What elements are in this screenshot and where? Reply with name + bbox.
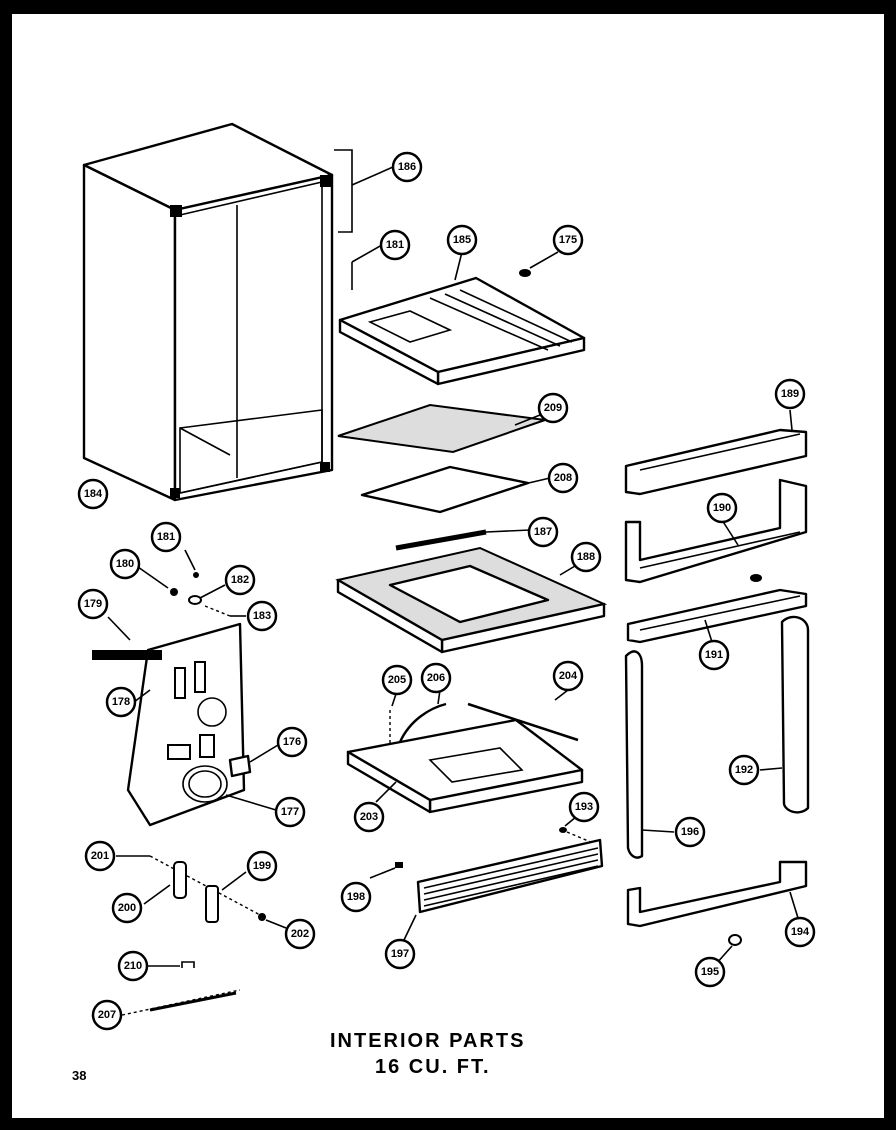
svg-text:198: 198 (347, 891, 365, 903)
svg-text:181: 181 (157, 531, 175, 543)
callout-182: 182 (224, 564, 256, 596)
svg-text:203: 203 (360, 811, 378, 823)
svg-text:177: 177 (281, 806, 299, 818)
svg-text:192: 192 (735, 764, 753, 776)
door-bin-upper (624, 478, 808, 584)
exploded-parts-diagram: 186 181 185 175 209 208 187 188 184 181 … (77, 122, 816, 1031)
callout-189: 189 (774, 378, 806, 410)
page-number: 38 (72, 1068, 87, 1083)
parts-diagram-page: 186 181 185 175 209 208 187 188 184 181 … (12, 14, 884, 1118)
upper-panel (338, 276, 586, 386)
svg-text:193: 193 (575, 801, 593, 813)
callout-191: 191 (698, 639, 730, 671)
door-shelf-top (624, 428, 808, 496)
callout-177: 177 (274, 796, 306, 828)
svg-text:182: 182 (231, 574, 249, 586)
svg-text:195: 195 (701, 966, 719, 978)
callout-175: 175 (552, 224, 584, 256)
callout-203: 203 (353, 801, 385, 833)
callout-179: 179 (77, 588, 109, 620)
callout-197: 197 (384, 938, 416, 970)
control-housing (92, 622, 246, 827)
callout-181: 181 (150, 521, 182, 553)
callout-204: 204 (552, 660, 584, 692)
svg-text:184: 184 (84, 488, 103, 500)
glass-shelf (360, 465, 530, 514)
svg-text:190: 190 (713, 502, 731, 514)
callout-188: 188 (570, 541, 602, 573)
callout-193: 193 (568, 791, 600, 823)
svg-text:180: 180 (116, 558, 134, 570)
svg-text:209: 209 (544, 402, 562, 414)
svg-text:202: 202 (291, 928, 309, 940)
svg-text:178: 178 (112, 696, 130, 708)
callout-209: 209 (537, 392, 569, 424)
svg-text:196: 196 (681, 826, 699, 838)
diagram-title: INTERIOR PARTS (330, 1030, 526, 1052)
callout-183: 183 (246, 600, 278, 632)
svg-text:188: 188 (577, 551, 595, 563)
lower-tray (346, 718, 584, 814)
callout-178: 178 (105, 686, 137, 718)
callout-202: 202 (284, 918, 316, 950)
diagram-subtitle: 16 CU. FT. (375, 1056, 491, 1078)
callout-205: 205 (381, 664, 413, 696)
callout-184: 184 (77, 478, 109, 510)
callout-210: 210 (117, 950, 149, 982)
callout-200: 200 (111, 892, 143, 924)
svg-text:205: 205 (388, 674, 406, 686)
callout-199: 199 (246, 850, 278, 882)
callout-185: 185 (446, 224, 478, 256)
door-bin-lower (626, 860, 808, 928)
callout-181: 181 (379, 229, 411, 261)
thermostat-knob (228, 754, 252, 778)
callout-196: 196 (674, 816, 706, 848)
shelf-frame (335, 546, 608, 654)
door-side-rail-left (624, 650, 644, 859)
svg-text:186: 186 (398, 161, 416, 173)
door-side-rail-right (780, 615, 810, 814)
callout-198: 198 (340, 881, 372, 913)
callout-208: 208 (547, 462, 579, 494)
svg-text:185: 185 (453, 234, 471, 246)
svg-text:208: 208 (554, 472, 572, 484)
svg-text:191: 191 (705, 649, 723, 661)
callout-190: 190 (706, 492, 738, 524)
svg-text:199: 199 (253, 860, 271, 872)
callout-187: 187 (527, 516, 559, 548)
callout-176: 176 (276, 726, 308, 758)
svg-text:176: 176 (283, 736, 301, 748)
callout-186: 186 (391, 151, 423, 183)
svg-text:189: 189 (781, 388, 799, 400)
callout-206: 206 (420, 662, 452, 694)
svg-text:175: 175 (559, 234, 577, 246)
insulation-pad (337, 403, 546, 454)
svg-text:207: 207 (98, 1009, 116, 1021)
cabinet-liner (82, 122, 334, 502)
callout-192: 192 (728, 754, 760, 786)
svg-text:206: 206 (427, 672, 445, 684)
svg-text:179: 179 (84, 598, 102, 610)
door-shelf-middle (626, 588, 808, 644)
callout-180: 180 (109, 548, 141, 580)
callout-195: 195 (694, 956, 726, 988)
svg-text:210: 210 (124, 960, 142, 972)
svg-text:204: 204 (559, 670, 578, 682)
callout-207: 207 (91, 999, 123, 1031)
callout-194: 194 (784, 916, 816, 948)
callout-201: 201 (84, 840, 116, 872)
svg-text:181: 181 (386, 239, 404, 251)
svg-text:201: 201 (91, 850, 109, 862)
trim-bracket (334, 149, 353, 233)
svg-text:187: 187 (534, 526, 552, 538)
svg-text:183: 183 (253, 610, 271, 622)
svg-text:194: 194 (791, 926, 810, 938)
svg-text:197: 197 (391, 948, 409, 960)
kickplate-grille (416, 838, 604, 914)
svg-text:200: 200 (118, 902, 136, 914)
